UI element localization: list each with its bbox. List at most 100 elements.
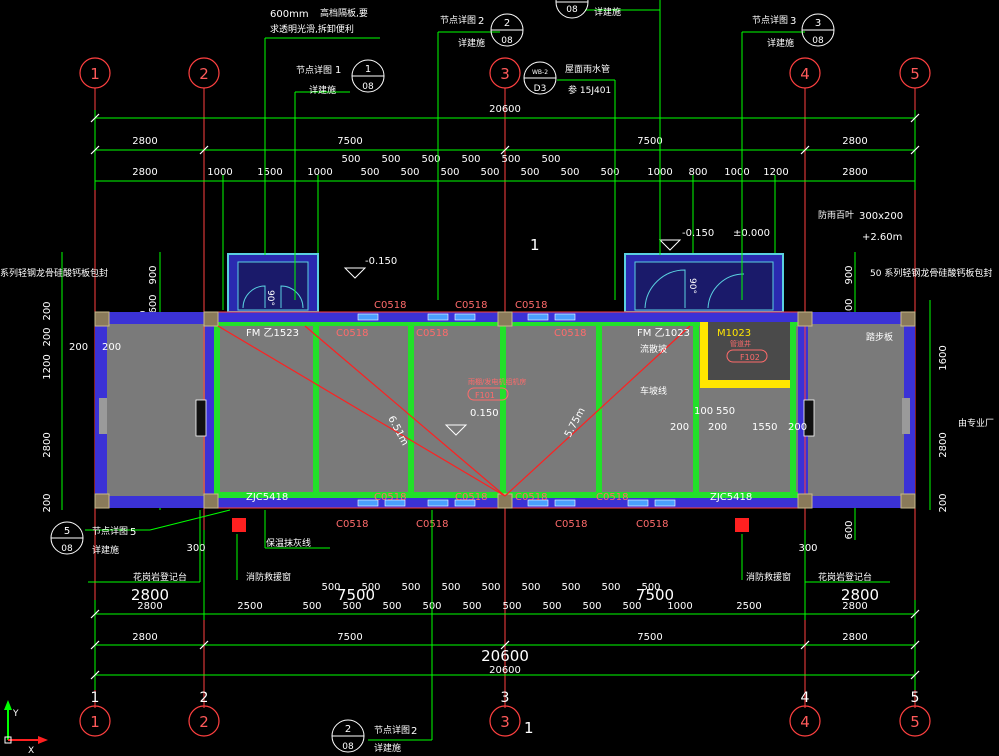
axis-bubble-top-4 xyxy=(789,57,821,89)
dim-top-row2: 7500 xyxy=(337,136,362,147)
dim-right: 200 xyxy=(938,493,949,512)
dim-top-row2: 7500 xyxy=(637,136,662,147)
fence-line1: 高档隔板,要 xyxy=(320,7,368,19)
dim-left: 2800 xyxy=(42,432,53,457)
node1-ref: 详建施 xyxy=(309,84,336,96)
dim-top-upper: 500 xyxy=(461,154,480,165)
window-code: C0518 xyxy=(455,492,487,503)
dim-bottom-row1: 500 xyxy=(502,601,521,612)
window xyxy=(384,499,406,507)
column xyxy=(203,493,219,509)
dim-bottom-big: 2800 xyxy=(841,586,879,604)
window xyxy=(357,499,379,507)
axis-bubble-top-3 xyxy=(489,57,521,89)
door-swing-left-a xyxy=(242,285,266,309)
window-code: C0518 xyxy=(336,328,368,339)
dim-100: 100 xyxy=(694,406,713,417)
dim-top-row3: 1200 xyxy=(763,167,788,178)
room-f101: F101 xyxy=(475,391,495,400)
ucs-icon: Y X xyxy=(4,700,48,756)
column xyxy=(797,493,813,509)
axis-bubble-bottom-5 xyxy=(899,705,931,737)
window xyxy=(427,313,449,321)
node5-num: 5 xyxy=(64,526,70,537)
axis-labels-top: 1 2 3 4 5 xyxy=(90,65,920,83)
level-minus-0150: -0.150 xyxy=(365,256,397,267)
flower-left: 花岗岩登记台 xyxy=(133,571,187,583)
dims-top: 20600 2800 7500 7500 2800 2800 1000 1500… xyxy=(132,104,867,178)
level-roof: +2.60m xyxy=(862,232,902,243)
dim-top-upper: 500 xyxy=(501,154,520,165)
left-door-gap xyxy=(195,399,207,437)
dim-left: 1200 xyxy=(42,354,53,379)
column xyxy=(203,311,219,327)
axis-bubble-bottom-3 xyxy=(489,705,521,737)
column xyxy=(94,493,110,509)
level-triangle-right xyxy=(658,239,682,251)
node2b-label: 节点详图 xyxy=(374,724,410,736)
left-200: 200 xyxy=(69,342,88,353)
dim-bottom-row1: 500 xyxy=(382,601,401,612)
window-code: C0518 xyxy=(455,300,487,311)
room-f101-label: 雨棚/发电机组机房 xyxy=(468,377,526,386)
window-code: C0518 xyxy=(554,328,586,339)
left-wing-fixture xyxy=(99,398,107,434)
node2b-num-text: 2 xyxy=(411,726,417,737)
dim-top-row3: 500 xyxy=(480,167,499,178)
diagonal-leader-b xyxy=(504,325,691,497)
right-door-gap xyxy=(803,399,815,437)
ucs-y-label: Y xyxy=(12,709,19,719)
node3-ref: 详建施 xyxy=(767,37,794,49)
dim-200a: 200 xyxy=(670,422,689,433)
tag-90b: 90° xyxy=(687,278,697,294)
axis-bubbles-bottom xyxy=(79,705,931,737)
axis-bubble-top-2 xyxy=(188,57,220,89)
dim-bottom-upper: 500 xyxy=(521,582,540,593)
beam-right: ZJC5418 xyxy=(710,492,752,503)
ext-label: 由专业厂 xyxy=(958,417,994,429)
roof-tag-top: WB-2 xyxy=(532,69,548,76)
dim-top-row2: 2800 xyxy=(132,136,157,147)
canopy-left xyxy=(227,253,319,313)
hatch-right: 消防救援窗 xyxy=(746,571,791,583)
dim-right: 2800 xyxy=(938,432,949,457)
window-code: C0518 xyxy=(515,300,547,311)
dim-top-row3: 500 xyxy=(520,167,539,178)
dim-top-upper: 500 xyxy=(421,154,440,165)
left-wall-label: 系列轻钢龙骨硅酸钙板包封 xyxy=(0,267,108,279)
dim-top-row3: 500 xyxy=(560,167,579,178)
window-code: C0518 xyxy=(515,492,547,503)
shaft-room xyxy=(708,322,790,380)
node2-num-text: 2 xyxy=(478,16,484,27)
dim-top-row3: 1000 xyxy=(307,167,332,178)
axis-bubble-top-1 xyxy=(79,57,111,89)
dim-bottom-row1: 500 xyxy=(342,601,361,612)
dim-bottom-row2: 2800 xyxy=(842,632,867,643)
dim-bottom-300-right: 300 xyxy=(798,543,817,554)
stair-label: 踏步板 xyxy=(866,331,893,343)
axis-plain-4: 4 xyxy=(801,690,810,706)
vent-label: 防雨百叶 xyxy=(818,209,854,221)
dim-top-row3: 1000 xyxy=(724,167,749,178)
dim-bottom-row1: 500 xyxy=(622,601,641,612)
ucs-x-label: X xyxy=(28,746,34,756)
node1-num-text: 1 xyxy=(335,65,341,76)
column xyxy=(497,493,513,509)
dim-top-row3: 500 xyxy=(360,167,379,178)
dim-right: 1600 xyxy=(938,345,949,370)
dim-left: 900 xyxy=(148,265,159,284)
dim-top-row3: 500 xyxy=(600,167,619,178)
dim-right: 900 xyxy=(844,265,855,284)
roof-drain-ref: 参 15J401 xyxy=(568,84,611,96)
axis-plain-1: 1 xyxy=(91,690,100,706)
window xyxy=(454,499,476,507)
axis-label-bottom-2: 2 xyxy=(199,713,209,731)
node3-num-text: 3 xyxy=(790,16,796,27)
dim-bottom-row2: 7500 xyxy=(337,632,362,643)
node3-label: 节点详图 xyxy=(752,14,788,26)
door-fm1: FM 乙1523 xyxy=(246,327,299,339)
axis-label-top-1: 1 xyxy=(90,65,100,83)
dim-bottom-row1: 1000 xyxy=(667,601,692,612)
node2-label: 节点详图 xyxy=(440,14,476,26)
axis-label-top-4: 4 xyxy=(800,65,810,83)
